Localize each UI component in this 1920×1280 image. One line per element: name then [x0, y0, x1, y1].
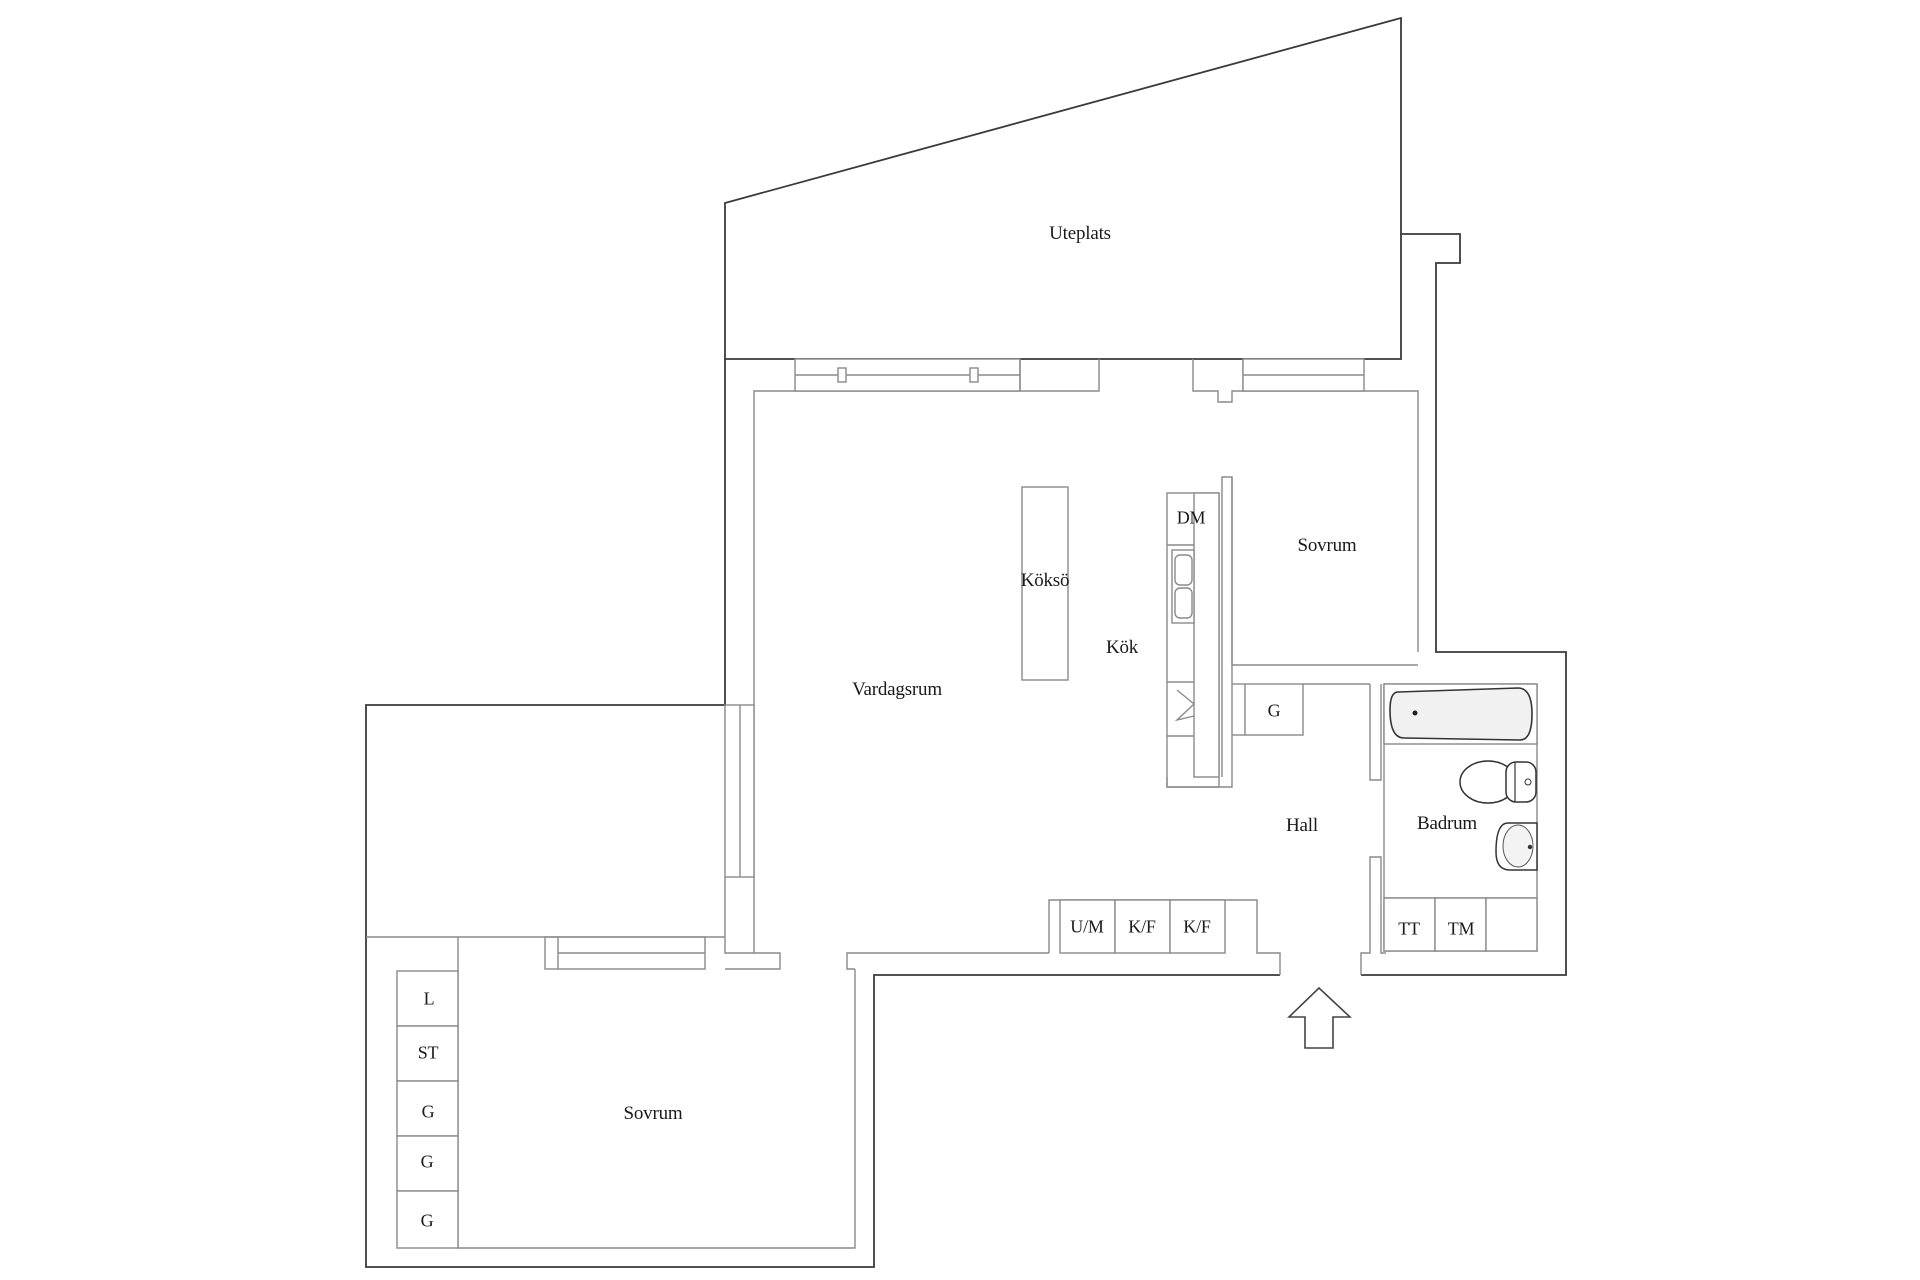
kitchen-island — [1021, 486, 1069, 681]
room-label-hall: Hall — [1286, 815, 1318, 836]
closet-g-3 — [396, 1190, 459, 1249]
window-handle-1 — [837, 367, 847, 383]
toilet-icon — [1459, 760, 1537, 804]
closet-g-hall — [1244, 683, 1304, 736]
exterior-wall-notch — [1361, 233, 1567, 976]
closet-g-2 — [396, 1135, 459, 1192]
entrance-arrow-icon — [1287, 986, 1353, 1049]
fixture-label-tt: TT — [1398, 918, 1420, 939]
sink — [1171, 549, 1195, 624]
bathtub-basin — [1389, 687, 1533, 741]
fixture-label-g-2: G — [420, 1151, 434, 1172]
room-label-sovrum-south: Sovrum — [623, 1103, 683, 1124]
washbasin-icon — [1495, 822, 1538, 871]
room-label-sovrum-north: Sovrum — [1297, 535, 1357, 556]
north-wall-right-2 — [1243, 390, 1419, 652]
exterior-wall-main — [365, 359, 1280, 1268]
fixture-label-l: L — [423, 988, 435, 1009]
fixture-label-um: U/M — [1070, 916, 1104, 937]
closet-g-1 — [396, 1080, 459, 1137]
room-label-kok: Kök — [1105, 637, 1139, 658]
fixture-label-g-1: G — [421, 1101, 435, 1122]
room-label-badrum: Badrum — [1416, 813, 1478, 834]
room-label-kokso: Köksö — [1020, 570, 1070, 591]
fixture-label-tm: TM — [1447, 918, 1475, 939]
closet-kf-1 — [1114, 899, 1171, 954]
fixture-label-st: ST — [417, 1042, 439, 1063]
north-wall-right — [1192, 359, 1244, 403]
closet-kf-2 — [1169, 899, 1226, 954]
terrace-outline — [724, 16, 1402, 360]
kitchen-wall-unit — [1193, 492, 1220, 778]
fixture-label-g-hall: G — [1267, 700, 1281, 721]
appliance-tm — [1434, 897, 1487, 952]
room-label-uteplats: Uteplats — [1049, 223, 1111, 244]
closet-um — [1059, 899, 1116, 954]
fixture-label-g-3: G — [420, 1210, 434, 1231]
window-handle-2 — [969, 367, 979, 383]
appliance-empty — [1485, 897, 1538, 952]
fixture-label-dm: DM — [1176, 507, 1206, 528]
appliance-tt — [1383, 897, 1436, 952]
fixture-label-kf-2: K/F — [1183, 916, 1211, 937]
room-label-vardagsrum: Vardagsrum — [852, 679, 942, 700]
fixture-label-kf-1: K/F — [1128, 916, 1156, 937]
